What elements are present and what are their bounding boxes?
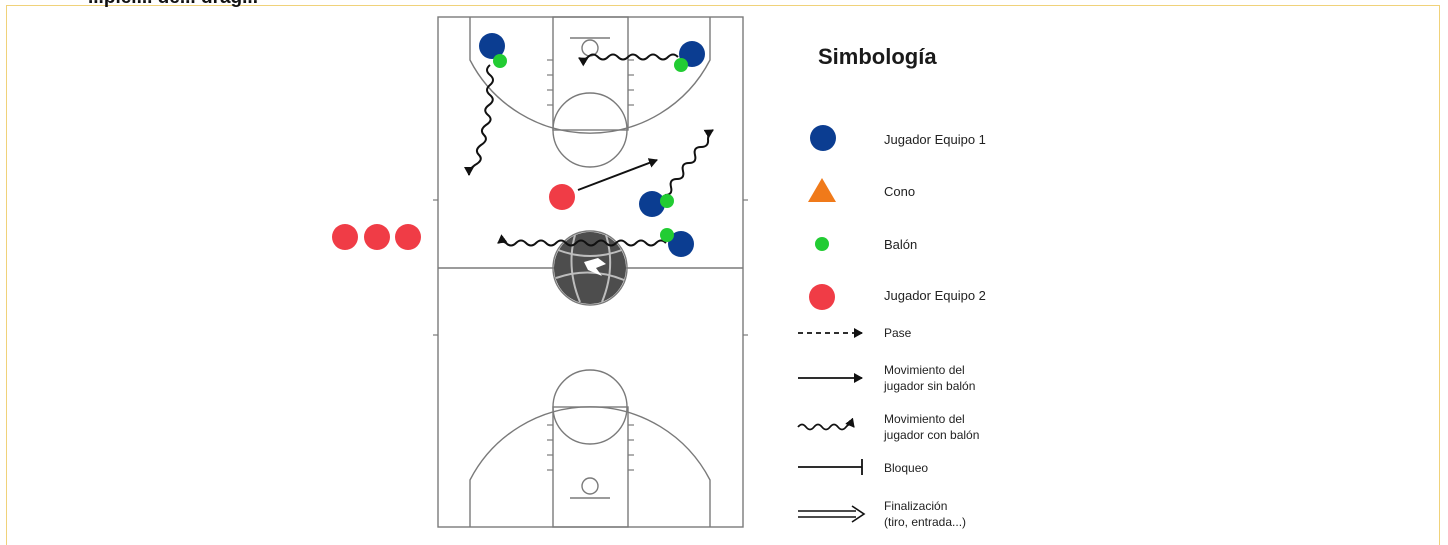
legend-label-move-with-ball: Movimiento del jugador con balón (884, 411, 979, 443)
dribble-path-top-right (578, 53, 679, 67)
bottom-key (552, 406, 629, 528)
legend-label-move-no-ball-line1: Movimiento del (884, 363, 965, 377)
balls (493, 54, 688, 242)
legend-label-pass: Pase (884, 326, 912, 340)
team1-players (479, 33, 705, 257)
ball (660, 228, 674, 242)
team2-player-waiting (395, 224, 421, 250)
bottom-lane-ticks (547, 424, 634, 471)
legend-label-finish: Finalización (tiro, entrada...) (884, 498, 966, 530)
legend-label-team2: Jugador Equipo 2 (884, 288, 986, 303)
top-hoop (581, 39, 599, 57)
sideline-marks (433, 199, 748, 336)
bottom-hoop (581, 477, 599, 495)
legend-label-block: Bloqueo (884, 461, 929, 475)
team2-player-waiting (364, 224, 390, 250)
legend-label-cone: Cono (884, 184, 916, 199)
legend-finish-icon (798, 505, 866, 523)
legend-label-move-no-ball-line2: jugador sin balón (884, 379, 976, 393)
dribble-path-top-left (464, 64, 494, 176)
page-header-cut: ...piel... de... drag... (88, 0, 258, 9)
legend-label-move-with-ball-line1: Movimiento del (884, 412, 965, 426)
center-logo-ball (554, 232, 626, 304)
legend-move-with-ball-icon (797, 417, 855, 431)
top-three-point-arc (469, 17, 711, 134)
legend-label-move-with-ball-line2: jugador con balón (884, 428, 980, 442)
team2-players (332, 184, 575, 250)
dribble-path-middle (664, 129, 714, 196)
ball (493, 54, 507, 68)
team2-player (549, 184, 575, 210)
ball (674, 58, 688, 72)
basketball-diagram (332, 16, 866, 528)
legend-ball-icon (815, 237, 829, 251)
legend-block-icon (798, 459, 863, 475)
top-lane-ticks (547, 59, 634, 106)
team1-player (479, 33, 505, 59)
legend-label-team1: Jugador Equipo 1 (884, 132, 986, 147)
legend-symbols (797, 125, 866, 523)
legend-team1-icon (810, 125, 836, 151)
top-free-throw-circle (552, 92, 628, 168)
legend-label-finish-line1: Finalización (884, 499, 948, 513)
bottom-three-point-arc (469, 406, 711, 527)
team1-player (668, 231, 694, 257)
team2-player-waiting (332, 224, 358, 250)
content-frame (6, 5, 1440, 545)
legend-title: Simbología (818, 44, 937, 69)
legend-label-ball: Balón (884, 237, 918, 252)
legend-cone-icon (808, 178, 836, 202)
center-circle (552, 230, 628, 306)
bottom-free-throw-circle (552, 369, 628, 445)
legend-team2-icon (809, 284, 835, 310)
dribble-path-bottom (497, 234, 667, 247)
basketball-court (433, 16, 748, 528)
team1-player (639, 191, 665, 217)
legend-label-move-no-ball: Movimiento del jugador sin balón (884, 362, 975, 394)
ball (660, 194, 674, 208)
legend-label-finish-line2: (tiro, entrada...) (884, 515, 967, 529)
play-paths (464, 53, 714, 247)
top-key (552, 16, 629, 131)
cut-path-red (577, 158, 658, 191)
